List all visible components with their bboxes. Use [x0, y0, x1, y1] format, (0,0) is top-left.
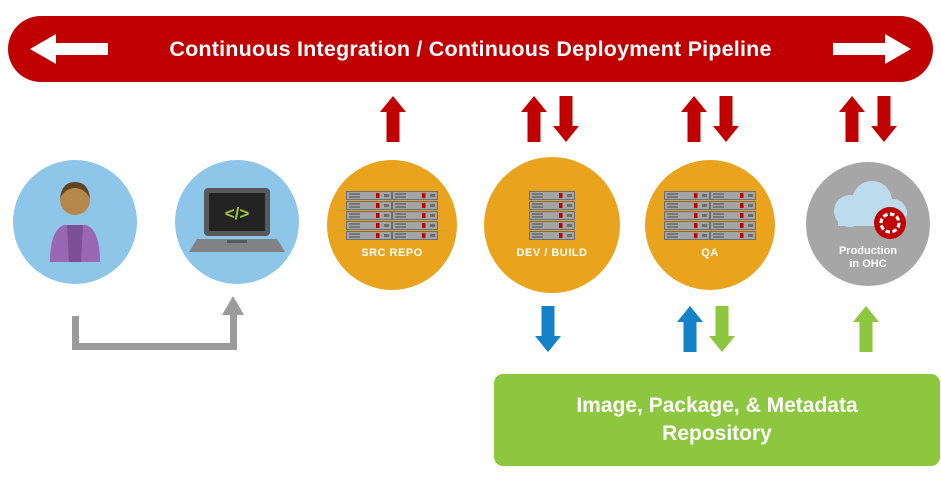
server-stack-icon: [346, 191, 438, 240]
node-production: Production in OHC: [806, 162, 930, 286]
node-label: SRC REPO: [361, 247, 423, 259]
right-arrow-icon: [833, 34, 911, 64]
pipeline-title: Continuous Integration / Continuous Depl…: [169, 36, 772, 61]
code-glyph: </>: [225, 204, 250, 223]
node-dev-build: DEV / BUILD: [484, 157, 620, 293]
left-arrow-icon: [30, 34, 108, 64]
repo-to-qa-arrow-icon: [677, 306, 703, 352]
node-label-line2: in OHC: [849, 258, 887, 270]
repository-label-line1: Image, Package, & Metadata: [576, 394, 858, 417]
developer-connector-arrowhead-icon: [222, 296, 244, 315]
node-src-repo: SRC REPO: [327, 160, 457, 290]
dev-build-down-arrow-icon: [553, 96, 579, 142]
production-down-arrow-icon: [871, 96, 897, 142]
src-repo-up-arrow-icon: [380, 96, 406, 142]
developer-connector-segment: [230, 314, 237, 350]
repository-label-line2: Repository: [662, 422, 772, 445]
cloud-openshift-icon: [820, 177, 916, 243]
repository-box: Image, Package, & Metadata Repository: [494, 374, 940, 466]
pipeline-banner: Continuous Integration / Continuous Depl…: [8, 16, 933, 82]
node-developer: [13, 160, 137, 284]
repo-to-production-arrow-icon: [853, 306, 879, 352]
node-qa: QA: [645, 160, 775, 290]
developer-connector-segment: [72, 316, 79, 350]
node-label: DEV / BUILD: [516, 247, 588, 259]
qa-to-repo-arrow-icon: [709, 306, 735, 352]
developer-connector-segment: [72, 343, 237, 350]
server-stack-icon: [664, 191, 756, 240]
server-stack-icon: [529, 191, 575, 240]
node-label: QA: [701, 247, 719, 259]
qa-up-arrow-icon: [681, 96, 707, 142]
dev-build-up-arrow-icon: [521, 96, 547, 142]
production-up-arrow-icon: [839, 96, 865, 142]
qa-down-arrow-icon: [713, 96, 739, 142]
node-workstation: </>: [175, 160, 299, 284]
node-label: Production in OHC: [839, 245, 897, 271]
person-icon: [40, 178, 110, 266]
laptop-code-icon: </>: [189, 188, 285, 256]
dev-build-to-repo-arrow-icon: [535, 306, 561, 352]
node-label-line1: Production: [838, 245, 898, 257]
